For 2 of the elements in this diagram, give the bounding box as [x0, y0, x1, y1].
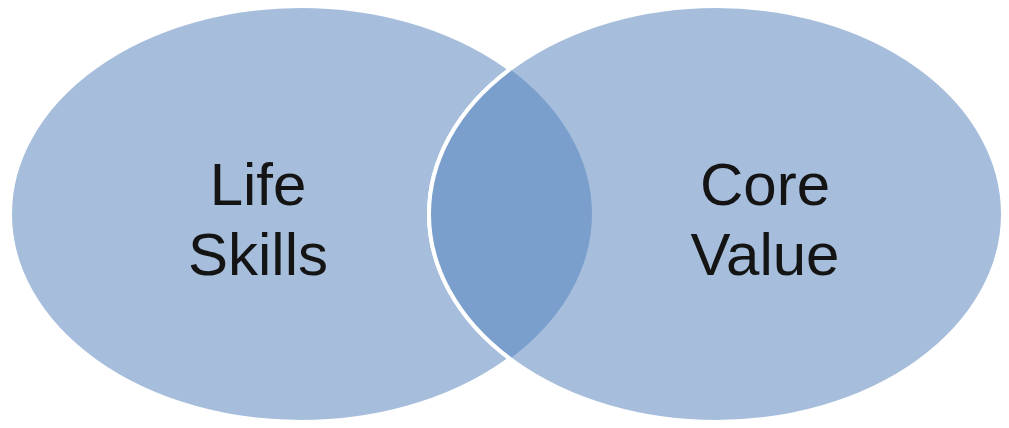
circle-label: Life Skills [187, 150, 329, 290]
circle-label: Core Value [689, 150, 841, 290]
